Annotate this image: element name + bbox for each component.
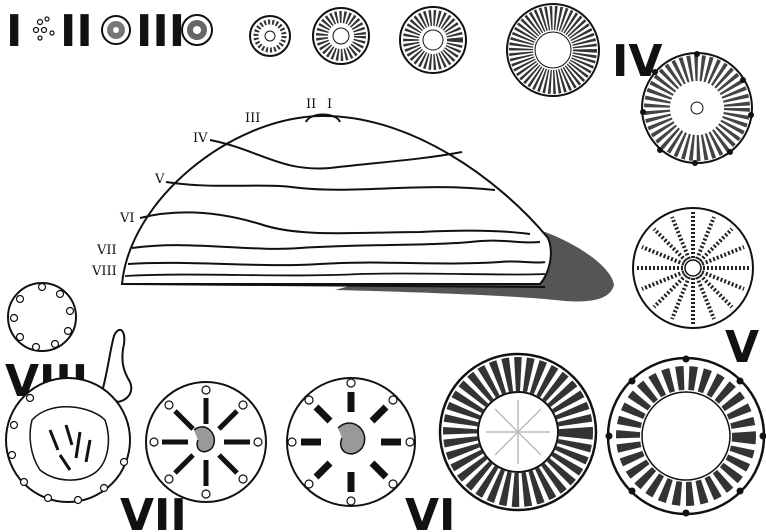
section-disc-V-ring [606, 356, 766, 517]
section-disc-3 [400, 7, 466, 73]
section-disc-VII-spokes [146, 382, 266, 502]
stage-I-cells-icon [34, 17, 55, 40]
section-disc-2 [313, 8, 369, 64]
section-disc-VIII-small [8, 283, 76, 351]
section-disc-1 [250, 16, 290, 56]
zone-label-II: II [306, 97, 316, 112]
stage-II-disc-icon [102, 16, 130, 44]
section-disc-4 [507, 4, 599, 96]
label-stage-I-top: I [6, 6, 22, 57]
zone-label-VII: VII [96, 243, 117, 258]
label-stage-V: V [725, 322, 759, 373]
zone-label-VIII: VIII [91, 264, 117, 279]
section-disc-VI-ring [440, 354, 596, 510]
label-stage-VI: VI [405, 490, 455, 532]
section-disc-VI-spokes [287, 378, 415, 506]
zone-label-I: I [327, 97, 332, 112]
zone-label-III: III [245, 111, 260, 126]
zone-label-V: V [154, 172, 165, 187]
label-stage-II-top: II [60, 6, 93, 57]
zone-label-VI: VI [119, 211, 135, 226]
zone-label-IV: IV [193, 131, 208, 146]
stage-III-disc-icon [182, 15, 212, 45]
section-disc-radial-right [633, 208, 753, 328]
label-stage-VII: VII [120, 490, 187, 532]
label-stage-III-top: III [136, 6, 185, 57]
